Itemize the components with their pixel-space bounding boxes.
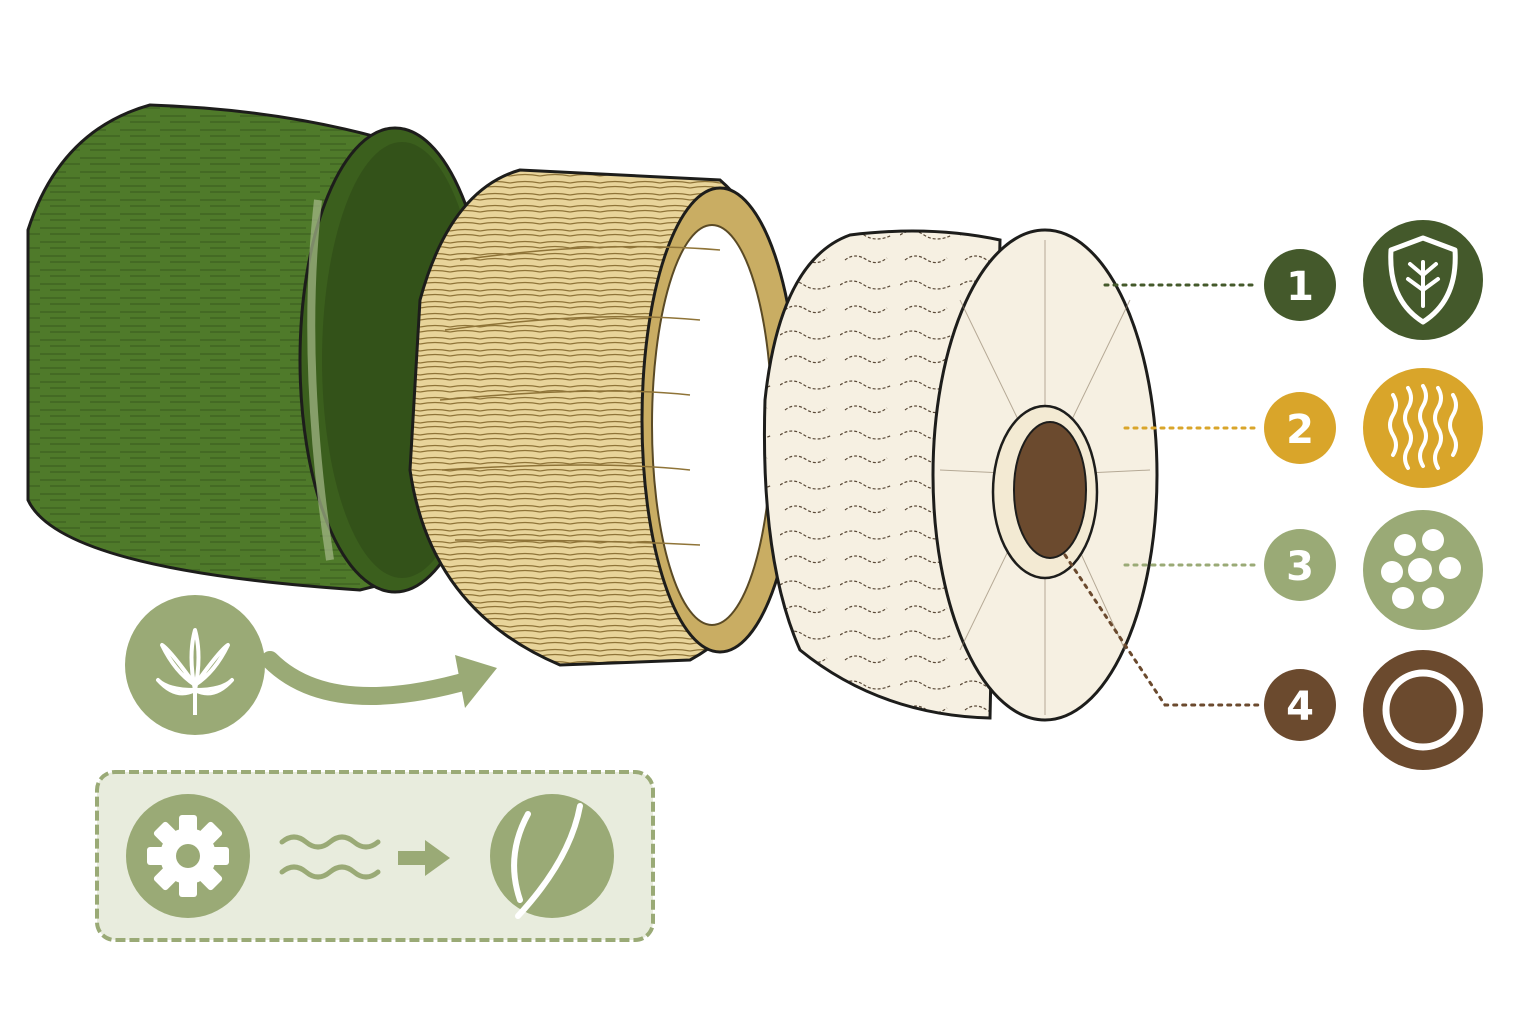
fiber-strands-icon	[1363, 368, 1483, 488]
cell-cluster-icon	[1363, 510, 1483, 630]
badge-number-4: 4	[1286, 684, 1314, 730]
badge-number-3: 3	[1286, 544, 1314, 590]
leader-line-4	[1063, 553, 1260, 707]
shield-leaf-icon	[1363, 220, 1483, 340]
badge-number-1: 1	[1286, 264, 1314, 310]
hollow-core-icon	[1363, 650, 1483, 770]
badge-3: 3	[1264, 529, 1336, 601]
hemp-leaf-icon	[125, 595, 265, 735]
process-arrow	[261, 651, 497, 708]
wave-lines-icon	[279, 834, 381, 880]
badge-4: 4	[1264, 669, 1336, 741]
arrow-right-icon	[398, 840, 450, 876]
leader-lines	[1063, 283, 1260, 707]
badge-1: 1	[1264, 249, 1336, 321]
badge-2: 2	[1264, 392, 1336, 464]
gear-icon	[126, 794, 250, 918]
curved-fiber-icon	[490, 794, 614, 919]
bast-fiber-ring	[408, 168, 802, 667]
pith-cylinder	[762, 228, 1159, 722]
badge-number-2: 2	[1286, 407, 1314, 453]
hollow-core	[991, 404, 1099, 580]
